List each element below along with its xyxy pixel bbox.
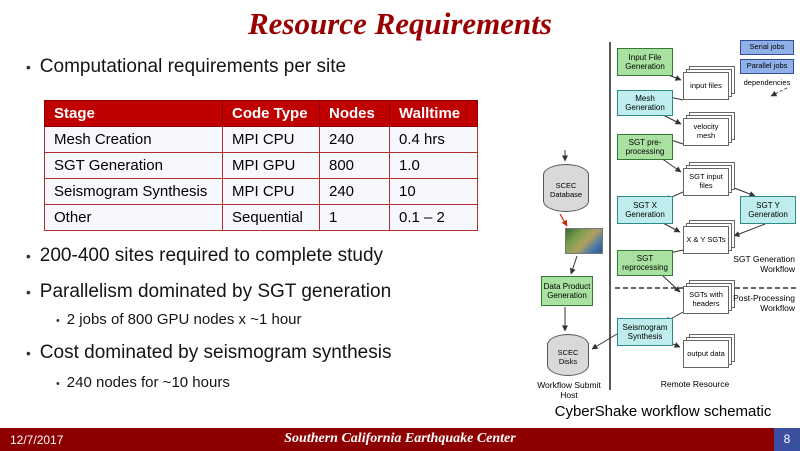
cell-nodes: 800 bbox=[319, 152, 390, 179]
cell-code-type: MPI CPU bbox=[222, 178, 320, 205]
bullet-cost-sub-text: 240 nodes for ~10 hours bbox=[66, 374, 230, 391]
table-row: Other Sequential 1 0.1 – 2 bbox=[44, 204, 478, 231]
node-scec-database: SCEC Database bbox=[543, 164, 589, 212]
workflow-diagram: Serial jobs Parallel jobs dependencies S… bbox=[535, 38, 798, 406]
bullet-cost-sub: 240 nodes for ~10 hours bbox=[56, 374, 230, 391]
page-title: Resource Requirements bbox=[248, 6, 552, 41]
legend-serial-jobs-label: Serial jobs bbox=[749, 42, 785, 52]
doc-sgt-input-files-label: SGT input files bbox=[689, 172, 723, 190]
doc-output-data: output data bbox=[683, 340, 729, 368]
footer-date: 12/7/2017 bbox=[10, 433, 64, 447]
footer-page-number: 8 bbox=[774, 428, 800, 451]
doc-velocity-mesh: velocity mesh bbox=[683, 118, 729, 146]
post-processing-workflow-label: Post-Processing Workflow bbox=[733, 293, 795, 314]
arrow-line-red bbox=[559, 213, 568, 227]
node-scec-disks-label: SCEC Disks bbox=[557, 347, 579, 366]
cell-nodes: 240 bbox=[319, 178, 390, 205]
node-data-product-generation-label: Data Product Generation bbox=[543, 281, 591, 300]
arrow-line bbox=[569, 255, 578, 275]
cell-walltime: 0.1 – 2 bbox=[389, 204, 478, 231]
node-sgt-x-generation-label: SGT X Generation bbox=[625, 200, 665, 219]
dependency-arrow bbox=[770, 87, 788, 97]
table-row: Seismogram Synthesis MPI CPU 240 10 bbox=[44, 178, 478, 205]
node-input-file-generation-label: Input File Generation bbox=[625, 52, 665, 71]
node-sgt-y-generation: SGT Y Generation bbox=[740, 196, 796, 224]
col-header-nodes: Nodes bbox=[319, 100, 390, 127]
node-data-product-generation: Data Product Generation bbox=[541, 276, 593, 306]
footer-bar: 12/7/2017 Southern California Earthquake… bbox=[0, 428, 800, 451]
arrow-line bbox=[660, 273, 681, 293]
node-seismogram-synthesis-label: Seismogram Synthesis bbox=[622, 322, 668, 341]
bullet-parallelism-text: Parallelism dominated by SGT generation bbox=[39, 281, 392, 302]
bullet-parallelism-sub: 2 jobs of 800 GPU nodes x ~1 hour bbox=[56, 311, 302, 328]
cell-stage: Mesh Creation bbox=[44, 126, 223, 153]
legend-serial-jobs: Serial jobs bbox=[740, 40, 794, 55]
cell-code-type: MPI CPU bbox=[222, 126, 320, 153]
cell-code-type: MPI GPU bbox=[222, 152, 320, 179]
bullet-computational: Computational requirements per site bbox=[26, 56, 346, 78]
workflow-submit-host-label: Workflow Submit Host bbox=[537, 380, 601, 401]
node-sgt-preprocessing-label: SGT pre-processing bbox=[625, 137, 665, 156]
col-header-stage: Stage bbox=[44, 100, 223, 127]
node-sgt-preprocessing: SGT pre-processing bbox=[617, 134, 673, 160]
diagram-caption: CyberShake workflow schematic bbox=[554, 403, 772, 420]
cell-walltime: 10 bbox=[389, 178, 478, 205]
arrow-line bbox=[672, 342, 681, 348]
hazard-map-thumbnail bbox=[565, 228, 603, 254]
sgt-generation-workflow-label: SGT Generation Workflow bbox=[733, 254, 795, 275]
doc-velocity-mesh-label: velocity mesh bbox=[693, 122, 719, 140]
bullet-parallelism-sub-text: 2 jobs of 800 GPU nodes x ~1 hour bbox=[66, 311, 302, 328]
bullet-cost-text: Cost dominated by seismogram synthesis bbox=[39, 342, 392, 363]
doc-sgts-with-headers: SGTs with headers bbox=[683, 286, 729, 314]
cell-code-type: Sequential bbox=[222, 204, 320, 231]
table-row: Mesh Creation MPI CPU 240 0.4 hrs bbox=[44, 126, 478, 153]
node-sgt-reprocessing-label: SGT reprocessing bbox=[622, 253, 668, 272]
arrow-line bbox=[660, 157, 682, 173]
col-header-walltime: Walltime bbox=[389, 100, 478, 127]
cell-stage: Seismogram Synthesis bbox=[44, 178, 223, 205]
node-mesh-generation: Mesh Generation bbox=[617, 90, 673, 116]
cell-walltime: 0.4 hrs bbox=[389, 126, 478, 153]
cell-nodes: 240 bbox=[319, 126, 390, 153]
remote-resource-label: Remote Resource bbox=[660, 379, 730, 389]
bullet-sites: 200-400 sites required to complete study bbox=[26, 245, 383, 267]
cell-walltime: 1.0 bbox=[389, 152, 478, 179]
legend-dependencies-label: dependencies bbox=[743, 78, 791, 87]
legend-parallel-jobs: Parallel jobs bbox=[740, 59, 794, 74]
col-header-code-type: Code Type bbox=[222, 100, 320, 127]
bullet-computational-text: Computational requirements per site bbox=[39, 56, 347, 77]
bullet-parallelism: Parallelism dominated by SGT generation bbox=[26, 281, 391, 303]
doc-sgts-with-headers-label: SGTs with headers bbox=[689, 290, 723, 308]
node-input-file-generation: Input File Generation bbox=[617, 48, 673, 76]
doc-xy-sgts: X & Y SGTs bbox=[683, 226, 729, 254]
doc-sgt-input-files: SGT input files bbox=[683, 168, 729, 196]
doc-input-files: input files bbox=[683, 72, 729, 100]
arrow-line bbox=[733, 223, 766, 237]
table-header-row: Stage Code Type Nodes Walltime bbox=[44, 100, 478, 127]
node-scec-database-label: SCEC Database bbox=[549, 180, 583, 199]
arrow-line bbox=[591, 333, 618, 350]
node-seismogram-synthesis: Seismogram Synthesis bbox=[617, 318, 673, 346]
bullet-sites-text: 200-400 sites required to complete study bbox=[39, 245, 384, 266]
node-sgt-y-generation-label: SGT Y Generation bbox=[748, 200, 788, 219]
node-mesh-generation-label: Mesh Generation bbox=[625, 93, 665, 112]
legend-parallel-jobs-label: Parallel jobs bbox=[746, 61, 788, 71]
cell-nodes: 1 bbox=[319, 204, 390, 231]
node-sgt-reprocessing: SGT reprocessing bbox=[617, 250, 673, 276]
table-row: SGT Generation MPI GPU 800 1.0 bbox=[44, 152, 478, 179]
doc-input-files-label: input files bbox=[690, 80, 722, 90]
node-sgt-x-generation: SGT X Generation bbox=[617, 196, 673, 224]
footer-organization: Southern California Earthquake Center bbox=[284, 431, 516, 446]
cell-stage: SGT Generation bbox=[44, 152, 223, 179]
bullet-cost: Cost dominated by seismogram synthesis bbox=[26, 342, 392, 364]
cell-stage: Other bbox=[44, 204, 223, 231]
requirements-table: Stage Code Type Nodes Walltime Mesh Crea… bbox=[44, 100, 478, 231]
doc-xy-sgts-label: X & Y SGTs bbox=[686, 234, 726, 244]
arrow-line bbox=[728, 185, 756, 197]
node-scec-disks: SCEC Disks bbox=[547, 334, 589, 376]
doc-output-data-label: output data bbox=[687, 348, 725, 358]
